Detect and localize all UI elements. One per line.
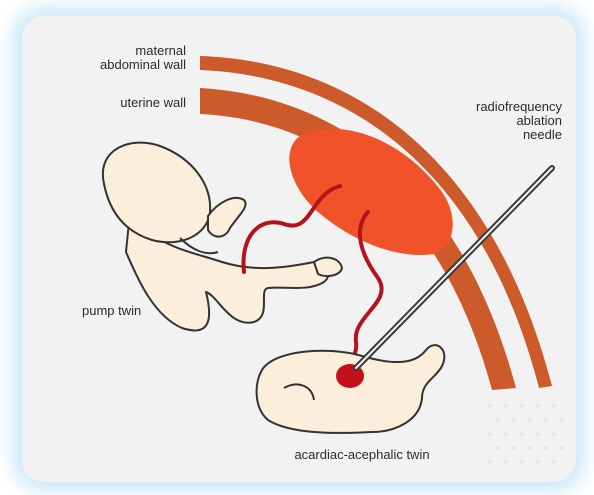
- uterine-wall-label: uterine wall: [42, 96, 186, 110]
- pump-twin-label: pump twin: [82, 304, 202, 318]
- acardiac-acephalic-twin-label: acardiac-acephalic twin: [252, 448, 472, 462]
- acardiac-twin-illustration: [257, 345, 445, 433]
- radiofrequency-ablation-needle-label: radiofrequency ablation needle: [422, 100, 562, 142]
- dot-pattern: [488, 404, 564, 464]
- diagram-panel: maternal abdominal wall uterine wall rad…: [22, 16, 576, 482]
- placenta: [289, 129, 452, 255]
- twin-ablation-diagram: [22, 16, 576, 482]
- maternal-abdominal-wall-label: maternal abdominal wall: [42, 44, 186, 72]
